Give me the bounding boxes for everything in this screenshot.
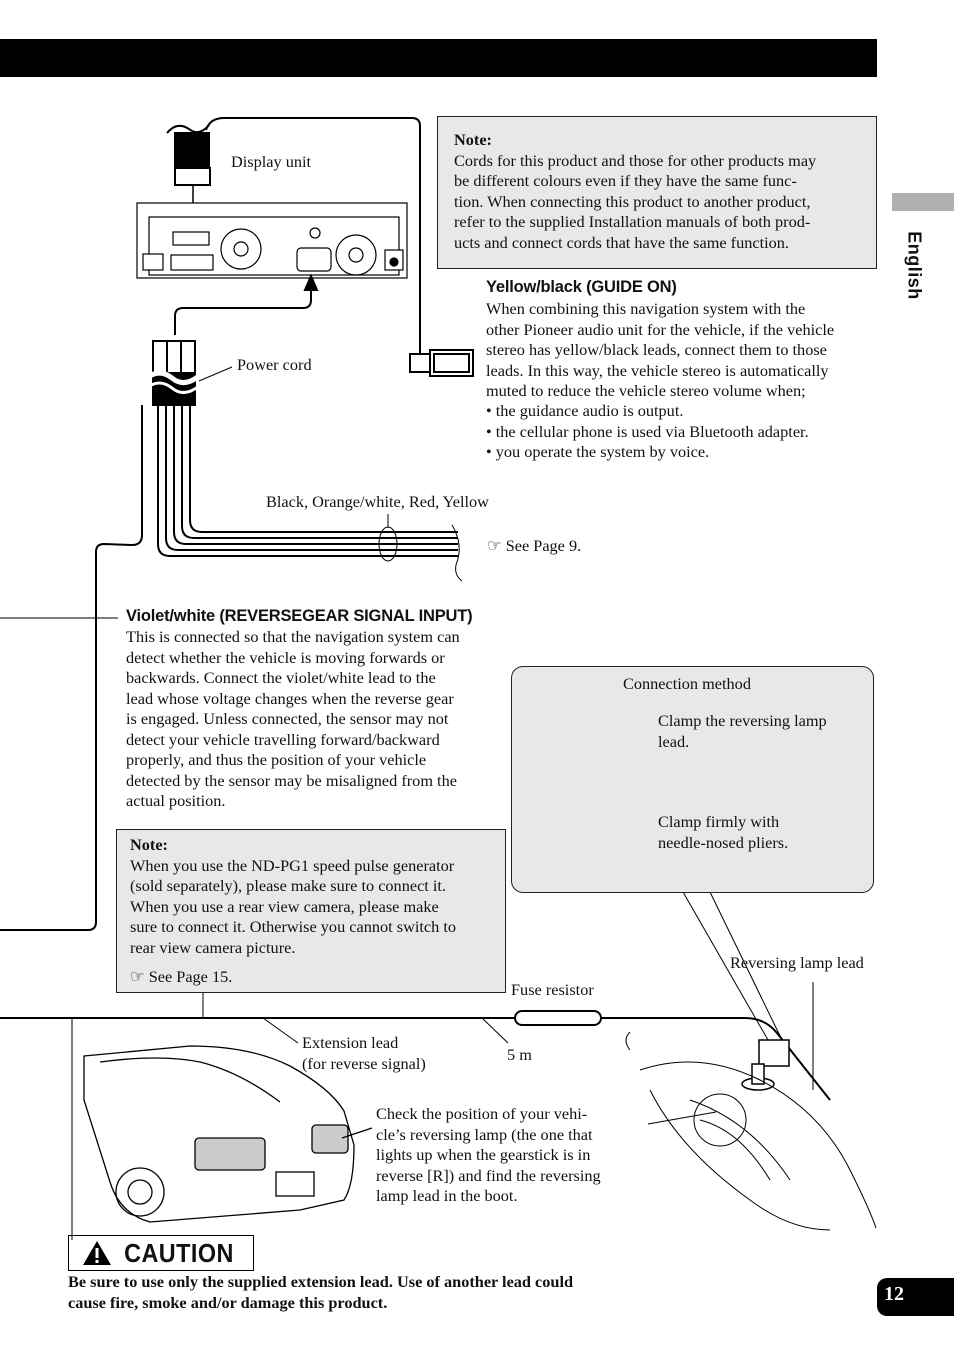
car-sketch xyxy=(83,1045,373,1223)
connection-step-1: Clamp the reversing lamp lead. xyxy=(658,711,827,751)
reverse-gear-text: This is connected so that the navigation… xyxy=(126,627,460,810)
clamp-device xyxy=(741,1039,790,1091)
unit-back-panel xyxy=(136,202,408,279)
display-unit-label: Display unit xyxy=(231,152,312,171)
boot-sketch xyxy=(625,1031,877,1231)
extension-lead-label: Extension lead (for reverse signal) xyxy=(302,1033,426,1073)
pointing-hand-icon: ☞ xyxy=(130,967,145,986)
note-top-text: Cords for this product and those for oth… xyxy=(454,150,817,252)
connection-step-2: Clamp firmly with needle-nosed pliers. xyxy=(658,812,789,852)
extension-lead xyxy=(0,993,831,1240)
note-top: Note: Cords for this product and those f… xyxy=(437,116,877,269)
language-tab xyxy=(892,193,954,211)
caution-text: Be sure to use only the supplied extensi… xyxy=(68,1272,574,1312)
guide-on-bullet: • the guidance audio is output. xyxy=(486,401,684,420)
guide-on-bullet: • you operate the system by voice. xyxy=(486,442,710,461)
check-position-text: Check the position of your vehi- cle’s r… xyxy=(376,1104,601,1205)
guide-on-heading: Yellow/black (GUIDE ON) xyxy=(486,278,677,296)
note-bottom-title: Note: xyxy=(130,835,168,854)
guide-on-bullet: • the cellular phone is used via Bluetoo… xyxy=(486,422,809,441)
note-bottom-text: When you use the ND-PG1 speed pulse gene… xyxy=(130,855,456,957)
header-bar xyxy=(0,39,877,77)
connection-method-box xyxy=(511,666,874,893)
reverse-gear-heading: Violet/white (REVERSEGEAR SIGNAL INPUT) xyxy=(126,607,473,625)
fuse-resistor-label: Fuse resistor xyxy=(511,980,594,999)
length-label: 5 m xyxy=(507,1045,532,1064)
guide-on-connector xyxy=(409,349,474,377)
page-number-tab xyxy=(877,1278,954,1316)
note-top-title: Note: xyxy=(454,130,492,149)
warning-triangle-icon xyxy=(83,1241,112,1265)
wire-bundle xyxy=(0,405,463,931)
see-page-9: ☞ See Page 9. xyxy=(487,536,582,555)
note-bottom-see-page: ☞ See Page 15. xyxy=(130,967,233,986)
power-cord-label: Power cord xyxy=(237,355,312,374)
wire-colors-label: Black, Orange/white, Red, Yellow xyxy=(266,492,489,511)
page-number: 12 xyxy=(884,1283,904,1305)
note-bottom: Note: When you use the ND-PG1 speed puls… xyxy=(116,829,506,993)
guide-on-text: When combining this navigation system wi… xyxy=(486,299,835,400)
caution-label: CAUTION xyxy=(124,1237,234,1268)
power-cord xyxy=(145,340,233,406)
caution-badge: CAUTION xyxy=(68,1235,254,1271)
reversing-lamp-lead-label: Reversing lamp lead xyxy=(730,953,864,972)
pointing-hand-icon: ☞ xyxy=(487,536,502,555)
connection-method-title: Connection method xyxy=(623,674,751,693)
